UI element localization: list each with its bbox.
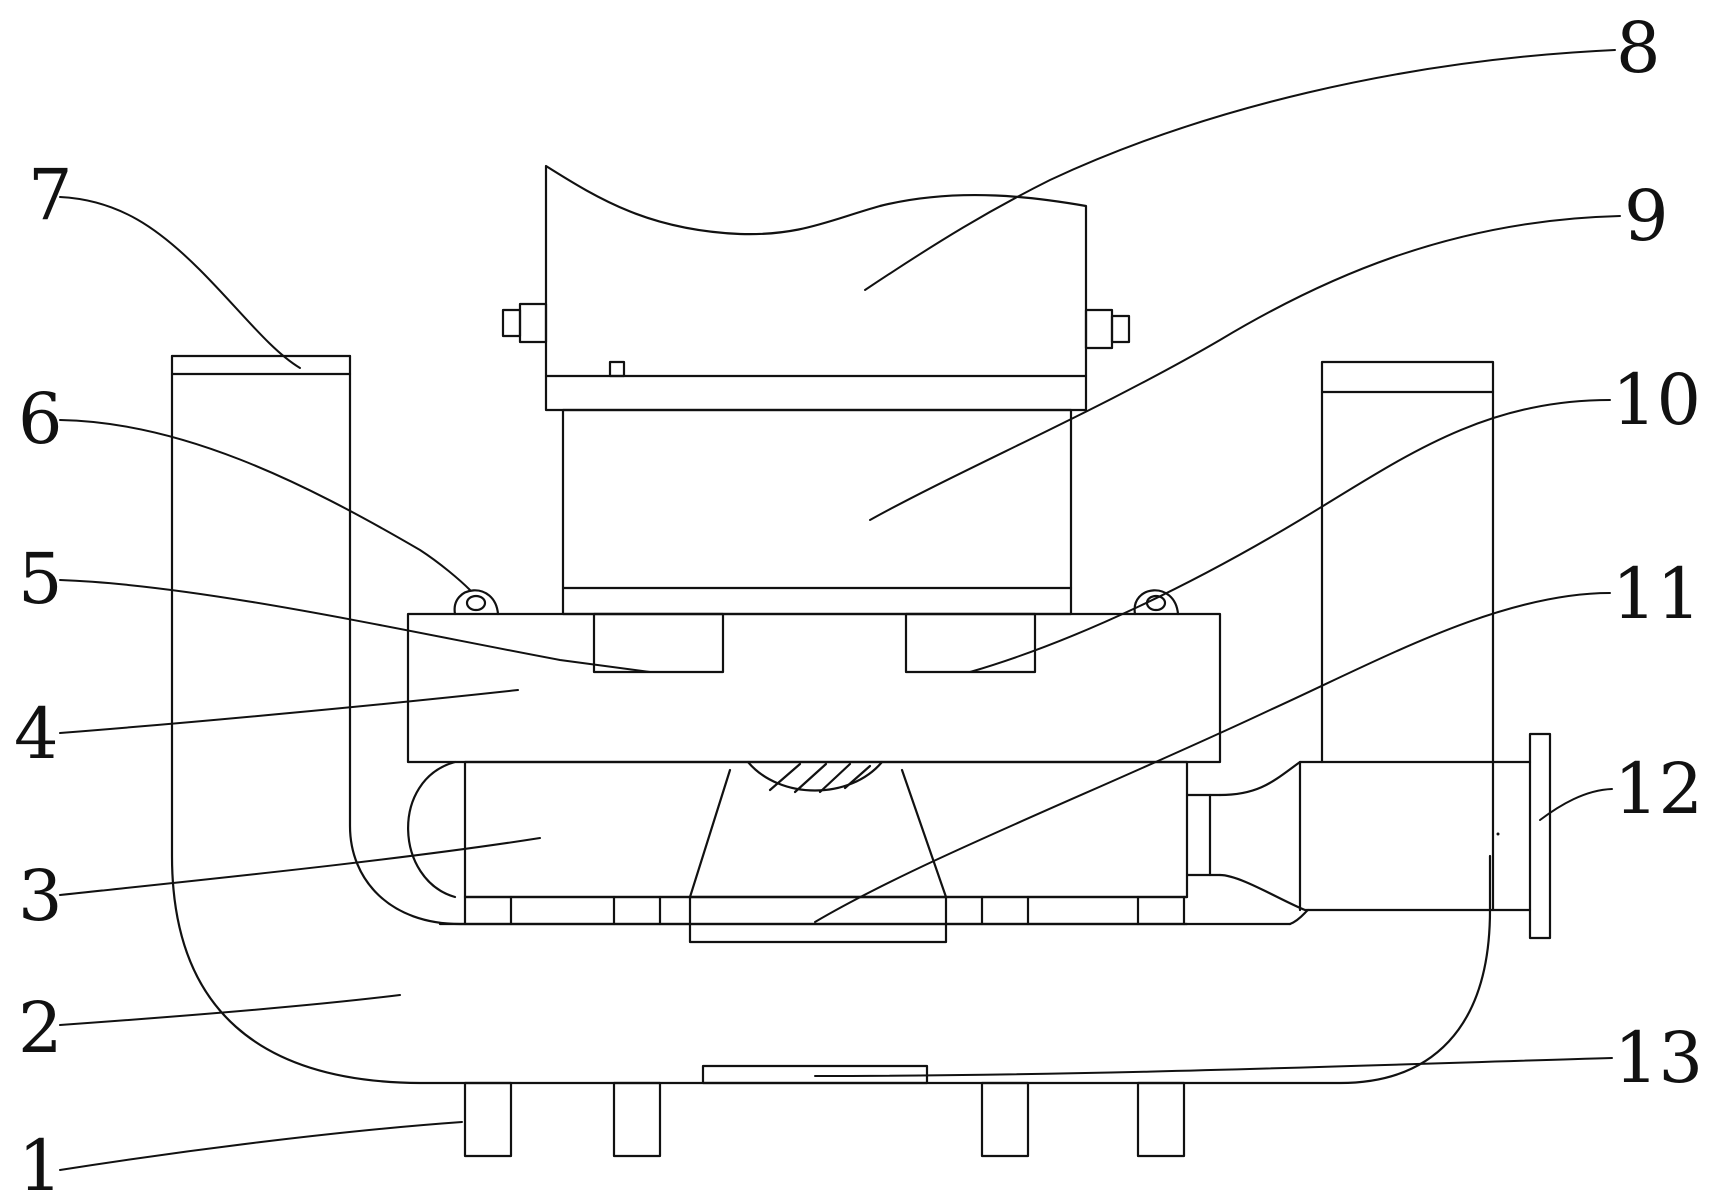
bottom-plate	[701, 1064, 929, 1085]
support-feet	[463, 1081, 1186, 1158]
leader-lines	[59, 49, 1621, 1171]
label-9: 9	[1624, 175, 1669, 257]
label-12: 12	[1614, 748, 1703, 830]
part-labels: 7 6 5 4 3 2 1 8 9 10 11 12 13	[14, 7, 1703, 1195]
funnel-cone	[688, 760, 948, 944]
top-unit	[501, 164, 1131, 412]
label-11: 11	[1612, 553, 1701, 635]
label-1: 1	[18, 1125, 63, 1195]
main-platform	[406, 612, 1222, 764]
label-10: 10	[1612, 359, 1701, 441]
label-3: 3	[18, 855, 63, 937]
label-7: 7	[28, 154, 73, 236]
label-6: 6	[18, 378, 63, 460]
label-5: 5	[18, 538, 63, 620]
base-body	[170, 354, 1492, 1085]
label-2: 2	[18, 987, 63, 1069]
label-8: 8	[1616, 7, 1661, 89]
label-4: 4	[14, 693, 59, 775]
outlet-pipe	[1185, 732, 1552, 940]
right-column	[1320, 360, 1495, 764]
lower-chamber	[407, 760, 1189, 926]
label-13: 13	[1614, 1017, 1703, 1099]
motor-housing	[561, 408, 1073, 616]
